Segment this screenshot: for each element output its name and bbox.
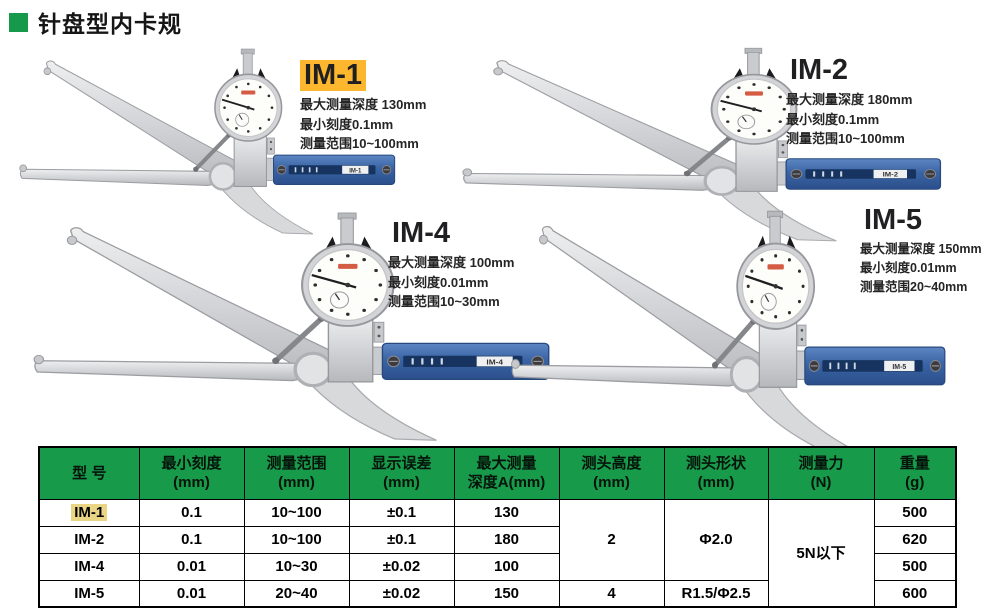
spec-line: 测量范围10~30mm <box>388 294 500 309</box>
cell-range: 20~40 <box>243 579 350 608</box>
table-model: IM-4 <box>74 558 105 575</box>
product-specs: 最大测量深度 180mm 最小刻度0.1mm 测量范围10~100mm <box>786 90 912 149</box>
spec-line: 测量范围10~100mm <box>300 136 419 151</box>
product-model: IM-4 <box>392 217 450 249</box>
cell-probe-shape: R1.5/Φ2.5 <box>663 579 769 608</box>
cell-range: 10~100 <box>243 498 350 527</box>
cell-probe-height-merged: 2 <box>558 498 665 581</box>
col-header-min-graduation: 最小刻度(mm) <box>138 446 245 500</box>
spec-line: 最小刻度0.1mm <box>786 111 880 127</box>
cell-range: 10~30 <box>243 552 350 581</box>
product-info-im-5: IM-5 最大测量深度 150mm 最小刻度0.01mm 测量范围20~40mm <box>860 205 982 296</box>
col-header-error: 显示误差(mm) <box>348 446 455 500</box>
cell-model: IM-5 <box>38 579 140 608</box>
product-info-im-2: IM-2 最大测量深度 180mm 最小刻度0.1mm 测量范围10~100mm <box>786 55 912 149</box>
svg-text:IM-5: IM-5 <box>892 362 906 371</box>
cell-min-graduation: 0.01 <box>138 579 245 608</box>
table-model: IM-2 <box>74 531 105 548</box>
svg-text:IM-1: IM-1 <box>349 168 362 174</box>
table-row: IM-2 0.1 10~100 ±0.1 180 620 <box>38 525 957 554</box>
cell-model: IM-4 <box>38 552 140 581</box>
spec-line: 最小刻度0.1mm <box>300 116 394 132</box>
product-specs: 最大测量深度 130mm 最小刻度0.1mm 测量范围10~100mm <box>300 95 426 154</box>
spec-line: 最大测量深度 130mm <box>300 97 427 112</box>
cell-error: ±0.02 <box>348 579 455 608</box>
spec-line: 最大测量深度 180mm <box>786 92 913 107</box>
spec-table: 型 号 最小刻度(mm) 测量范围(mm) 显示误差(mm) 最大测量深度A(m… <box>38 446 957 608</box>
caliper-image: IM-4 <box>18 208 600 444</box>
cell-error: ±0.02 <box>348 552 455 581</box>
table-model: IM-5 <box>74 584 105 602</box>
table-row: IM-4 0.01 10~30 ±0.02 100 500 <box>38 552 957 581</box>
product-model: IM-1 <box>300 60 366 91</box>
cell-error: ±0.1 <box>348 498 455 527</box>
cell-weight: 500 <box>873 498 957 527</box>
col-header-probe-height: 测头高度(mm) <box>558 446 665 500</box>
cell-error: ±0.1 <box>348 525 455 554</box>
cell-model: IM-2 <box>38 525 140 554</box>
cell-probe-height: 4 <box>558 579 665 608</box>
product-info-im-4: IM-4 最大测量深度 100mm 最小刻度0.01mm 测量范围10~30mm <box>388 218 514 312</box>
page-title-row: 针盘型内卡规 <box>9 5 182 39</box>
table-header-row: 型 号 最小刻度(mm) 测量范围(mm) 显示误差(mm) 最大测量深度A(m… <box>38 446 957 500</box>
caliper-image: IM-2 <box>448 44 988 244</box>
caliper-image: IM-1 <box>8 45 432 237</box>
spec-line: 测量范围10~100mm <box>786 131 905 146</box>
green-square-bullet-icon <box>9 12 28 32</box>
cell-min-graduation: 0.01 <box>138 552 245 581</box>
table-model: IM-1 <box>71 504 108 521</box>
cell-force-merged: 5N以下 <box>767 498 875 608</box>
cell-depth: 100 <box>453 552 560 581</box>
caliper-image: IM-5 <box>498 206 988 452</box>
spec-line: 测量范围20~40mm <box>860 279 968 294</box>
spec-line: 最小刻度0.01mm <box>860 260 957 275</box>
cell-model: IM-1 <box>38 498 140 527</box>
spec-line: 最小刻度0.01mm <box>388 274 489 290</box>
spec-line: 最大测量深度 150mm <box>860 242 982 256</box>
cell-weight: 620 <box>873 525 957 554</box>
cell-weight: 500 <box>873 552 957 581</box>
product-specs: 最大测量深度 150mm 最小刻度0.01mm 测量范围20~40mm <box>860 240 982 296</box>
col-header-force: 测量力(N) <box>767 446 875 500</box>
product-info-im-1: IM-1 最大测量深度 130mm 最小刻度0.1mm 测量范围10~100mm <box>300 60 426 154</box>
page-title: 针盘型内卡规 <box>38 11 182 37</box>
product-model: IM-2 <box>790 54 848 86</box>
col-header-range: 测量范围(mm) <box>243 446 350 500</box>
svg-text:IM-2: IM-2 <box>883 172 898 178</box>
cell-depth: 130 <box>453 498 560 527</box>
table-row: IM-1 0.1 10~100 ±0.1 130 2 Φ2.0 5N以下 500 <box>38 498 957 608</box>
cell-min-graduation: 0.1 <box>138 498 245 527</box>
cell-range: 10~100 <box>243 525 350 554</box>
cell-depth: 150 <box>453 579 560 608</box>
col-header-probe-shape: 测头形状(mm) <box>663 446 769 500</box>
cell-probe-shape-merged: Φ2.0 <box>663 498 769 581</box>
product-specs: 最大测量深度 100mm 最小刻度0.01mm 测量范围10~30mm <box>388 253 514 312</box>
col-header-model: 型 号 <box>38 446 140 500</box>
cell-min-graduation: 0.1 <box>138 525 245 554</box>
cell-depth: 180 <box>453 525 560 554</box>
cell-weight: 600 <box>873 579 957 608</box>
product-model: IM-5 <box>864 204 922 236</box>
table-row: IM-5 0.01 20~40 ±0.02 150 4 R1.5/Φ2.5 60… <box>38 579 957 608</box>
spec-line: 最大测量深度 100mm <box>388 255 515 270</box>
col-header-max-depth: 最大测量深度A(mm) <box>453 446 560 500</box>
col-header-weight: 重量(g) <box>873 446 957 500</box>
svg-text:IM-4: IM-4 <box>486 358 503 366</box>
